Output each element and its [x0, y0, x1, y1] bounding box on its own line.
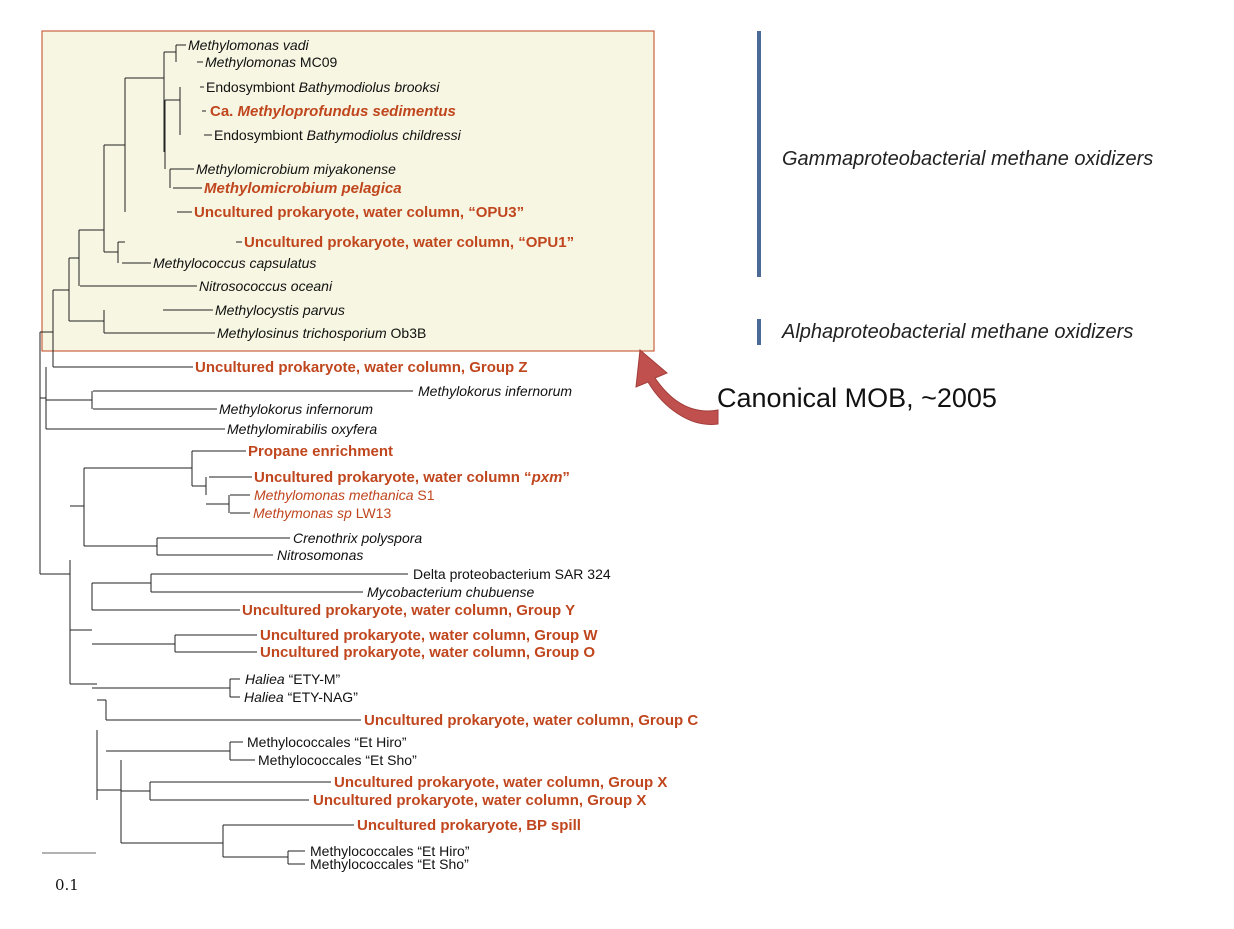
- taxon-label-part: Mycobacterium chubuense: [367, 584, 535, 600]
- taxon-label-part: Uncultured prokaryote, water column, Gro…: [313, 792, 646, 809]
- taxon-label-part: Bathymodiolus childressi: [307, 127, 462, 143]
- taxon-label-part: MC09: [296, 54, 337, 70]
- taxon-label-part: Methyloprofundus sedimentus: [238, 103, 456, 120]
- taxon-label-part: Uncultured prokaryote, water column, “OP…: [194, 204, 524, 221]
- taxon-label-part: Methylokorus infernorum: [219, 401, 373, 417]
- taxon-label-part: Bathymodiolus brooksi: [299, 79, 441, 95]
- taxon-label: Methylococcales “Et Sho”: [258, 752, 417, 768]
- taxon-label-part: Uncultured prokaryote, BP spill: [357, 817, 581, 834]
- taxon-label-part: Uncultured prokaryote, water column, Gro…: [364, 712, 698, 729]
- taxon-label-part: pxm: [531, 469, 563, 486]
- taxon-label-part: Methylococcus capsulatus: [153, 255, 316, 271]
- taxon-label: Uncultured prokaryote, water column, “OP…: [194, 204, 524, 221]
- taxon-label: Uncultured prokaryote, water column, Gro…: [260, 627, 598, 644]
- callout-arrow: [635, 349, 719, 425]
- taxon-label: Methylocystis parvus: [215, 302, 345, 318]
- taxon-label-part: Uncultured prokaryote, water column, Gro…: [260, 644, 595, 661]
- canonical-mob-box: [41, 30, 655, 352]
- taxon-label: Uncultured prokaryote, water column, Gro…: [242, 602, 575, 619]
- taxon-label: Methylococcus capsulatus: [153, 255, 316, 271]
- taxon-label: Methymonas sp LW13: [253, 505, 391, 521]
- taxon-label: Methylomirabilis oxyfera: [227, 421, 377, 437]
- taxon-label-part: “ETY-NAG”: [284, 689, 358, 705]
- tree-branches: [39, 44, 413, 865]
- taxon-label: Methylococcales “Et Sho”: [310, 856, 469, 872]
- taxon-label: Uncultured prokaryote, water column, Gro…: [313, 792, 646, 809]
- taxon-label: Delta proteobacterium SAR 324: [413, 566, 611, 582]
- taxon-label-part: ”: [562, 469, 570, 486]
- taxon-label-part: Methylomonas methanica: [254, 487, 414, 503]
- taxon-label: Haliea “ETY-M”: [245, 671, 341, 687]
- taxon-label: Nitrosomonas: [277, 547, 363, 563]
- taxon-label: Uncultured prokaryote, water column, Gro…: [334, 774, 667, 791]
- taxon-label-part: Uncultured prokaryote, water column, “OP…: [244, 234, 574, 251]
- taxon-label: Methylomonas methanica S1: [254, 487, 435, 503]
- taxon-label-part: Methylococcales “Et Sho”: [310, 856, 469, 872]
- taxon-label: Methylomonas vadi: [188, 37, 310, 53]
- taxon-label-part: Methylokorus infernorum: [418, 383, 572, 399]
- taxon-label: Haliea “ETY-NAG”: [244, 689, 358, 705]
- taxon-label-part: Methylocystis parvus: [215, 302, 345, 318]
- taxon-label: Uncultured prokaryote, water column, Gro…: [260, 644, 595, 661]
- taxon-label-part: Methymonas sp: [253, 505, 352, 521]
- taxon-label-part: S1: [414, 487, 435, 503]
- taxon-label-part: Uncultured prokaryote, water column, Gro…: [260, 627, 598, 644]
- taxon-label-part: Propane enrichment: [248, 443, 393, 460]
- taxon-label-part: Ca.: [210, 103, 238, 120]
- taxon-label-part: Methylococcales “Et Sho”: [258, 752, 417, 768]
- taxon-label-part: Uncultured prokaryote, water column “: [254, 469, 532, 486]
- taxon-label-part: Methylomonas: [205, 54, 296, 70]
- taxon-label: Uncultured prokaryote, water column “pxm…: [254, 469, 570, 486]
- alpha-group-label: Alphaproteobacterial methane oxidizers: [782, 321, 1134, 343]
- taxon-label: Ca. Methyloprofundus sedimentus: [210, 103, 456, 120]
- taxon-label-part: Methylomonas vadi: [188, 37, 310, 53]
- taxon-label-part: LW13: [352, 505, 392, 521]
- taxon-label: Nitrosococcus oceani: [199, 278, 333, 294]
- taxon-label-part: Endosymbiont: [214, 127, 307, 143]
- taxon-label: Uncultured prokaryote, water column, “OP…: [244, 234, 574, 251]
- taxon-label-part: Uncultured prokaryote, water column, Gro…: [242, 602, 575, 619]
- taxon-label: Methylococcales “Et Hiro”: [247, 734, 407, 750]
- taxon-label-part: Crenothrix polyspora: [293, 530, 422, 546]
- taxon-label-part: Uncultured prokaryote, water column, Gro…: [195, 359, 528, 376]
- taxon-label-part: Methylomicrobium miyakonense: [196, 161, 396, 177]
- taxon-label-part: Delta proteobacterium SAR 324: [413, 566, 611, 582]
- taxon-label: Crenothrix polyspora: [293, 530, 422, 546]
- taxon-label: Uncultured prokaryote, water column, Gro…: [364, 712, 698, 729]
- taxon-label-part: Ob3B: [387, 325, 427, 341]
- taxon-label: Mycobacterium chubuense: [367, 584, 535, 600]
- gamma-group-label: Gammaproteobacterial methane oxidizers: [782, 148, 1154, 170]
- taxon-label-part: Methylococcales “Et Hiro”: [310, 843, 470, 859]
- taxon-label-part: Methylomirabilis oxyfera: [227, 421, 377, 437]
- taxon-label-part: Haliea: [245, 671, 285, 687]
- taxon-label-part: Methylomicrobium pelagica: [204, 180, 402, 197]
- taxon-label: Methylokorus infernorum: [219, 401, 373, 417]
- taxon-label-part: Nitrosomonas: [277, 547, 363, 563]
- taxon-label: Methylomicrobium pelagica: [204, 180, 402, 197]
- taxon-label: Endosymbiont Bathymodiolus childressi: [214, 127, 462, 143]
- canonical-mob-callout: Canonical MOB, ~2005: [717, 383, 997, 413]
- scale-bar-label: 0.1: [55, 876, 79, 894]
- taxon-label-part: Uncultured prokaryote, water column, Gro…: [334, 774, 667, 791]
- taxon-label-part: Haliea: [244, 689, 284, 705]
- taxon-label-part: Endosymbiont: [206, 79, 299, 95]
- taxon-label: Methylomonas MC09: [205, 54, 337, 70]
- taxon-label-part: “ETY-M”: [285, 671, 341, 687]
- taxon-label: Methylosinus trichosporium Ob3B: [217, 325, 426, 341]
- taxon-label-part: Methylococcales “Et Hiro”: [247, 734, 407, 750]
- taxon-label: Methylococcales “Et Hiro”: [310, 843, 470, 859]
- taxon-label: Uncultured prokaryote, water column, Gro…: [195, 359, 528, 376]
- taxon-label: Uncultured prokaryote, BP spill: [357, 817, 581, 834]
- taxon-label: Methylomicrobium miyakonense: [196, 161, 396, 177]
- taxon-label: Propane enrichment: [248, 443, 393, 460]
- taxon-label: Methylokorus infernorum: [418, 383, 572, 399]
- taxon-label: Endosymbiont Bathymodiolus brooksi: [206, 79, 440, 95]
- taxon-label-part: Nitrosococcus oceani: [199, 278, 333, 294]
- taxon-label-part: Methylosinus trichosporium: [217, 325, 387, 341]
